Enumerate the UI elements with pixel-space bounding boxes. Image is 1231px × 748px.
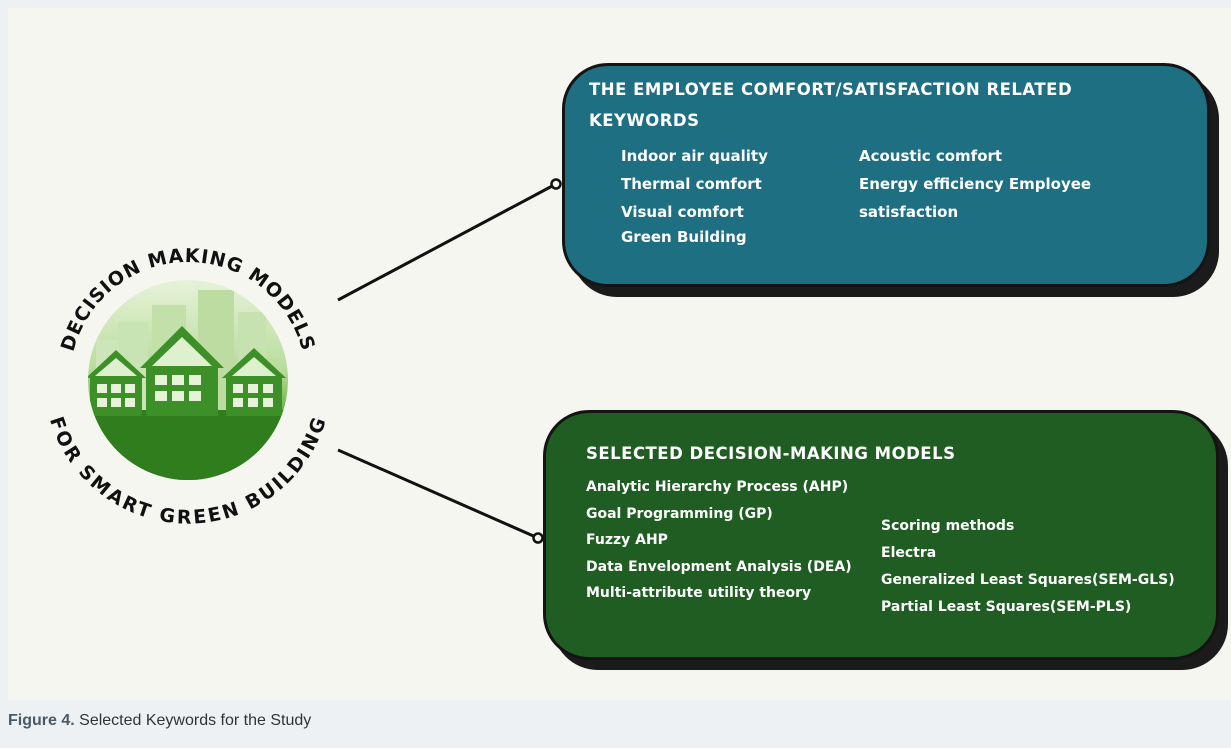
keyword-item: Acoustic comfort (859, 147, 1003, 165)
models-column-2: Scoring methods Electra Generalized Leas… (881, 513, 1175, 621)
connector-bottom (337, 448, 544, 544)
figure-caption: Figure 4. Selected Keywords for the Stud… (8, 712, 311, 730)
model-item: Goal Programming (GP) (586, 505, 773, 522)
caption-text: Selected Keywords for the Study (79, 712, 312, 729)
models-box-title: SELECTED DECISION-MAKING MODELS (586, 444, 956, 463)
diagram-canvas: DECISION MAKING MODELS FOR SMART GREEN B… (45, 178, 562, 544)
house-center (140, 326, 224, 416)
connector-top-node (550, 178, 562, 190)
keyword-item: Indoor air quality (621, 147, 768, 165)
house-right (222, 348, 286, 416)
comfort-keywords-box: THE EMPLOYEE COMFORT/SATISFACTION RELATE… (562, 63, 1210, 287)
green-city-emblem (88, 280, 288, 480)
model-item: Generalized Least Squares(SEM-GLS) (881, 572, 1175, 588)
house-left (88, 350, 146, 416)
decision-models-box: SELECTED DECISION-MAKING MODELS Analytic… (543, 410, 1219, 660)
keyword-item: Energy efficiency Employee (859, 175, 1092, 193)
keyword-item: Visual comfort (621, 203, 744, 221)
keyword-item: satisfaction (859, 203, 959, 221)
model-item: Data Envelopment Analysis (DEA) (586, 558, 852, 575)
comfort-keywords-column-1: Indoor air quality Thermal comfort Visua… (621, 142, 768, 247)
model-item: Scoring methods (881, 518, 1015, 534)
connector-top (337, 178, 562, 302)
model-item: Partial Least Squares(SEM-PLS) (881, 599, 1132, 615)
caption-label: Figure 4. (8, 712, 75, 729)
comfort-keywords-column-2: Acoustic comfort Energy efficiency Emplo… (859, 142, 1091, 226)
keyword-item: Thermal comfort (621, 175, 762, 193)
model-item: Multi-attribute utility theory (586, 585, 812, 601)
model-item: Electra (881, 545, 937, 561)
comfort-box-title: THE EMPLOYEE COMFORT/SATISFACTION RELATE… (589, 80, 1073, 130)
keyword-item: Green Building (621, 228, 747, 246)
models-column-1: Analytic Hierarchy Process (AHP) Goal Pr… (586, 474, 856, 607)
model-item: Fuzzy AHP (586, 532, 668, 548)
model-item: Analytic Hierarchy Process (AHP) (586, 479, 849, 495)
connector-bottom-node (532, 532, 544, 544)
